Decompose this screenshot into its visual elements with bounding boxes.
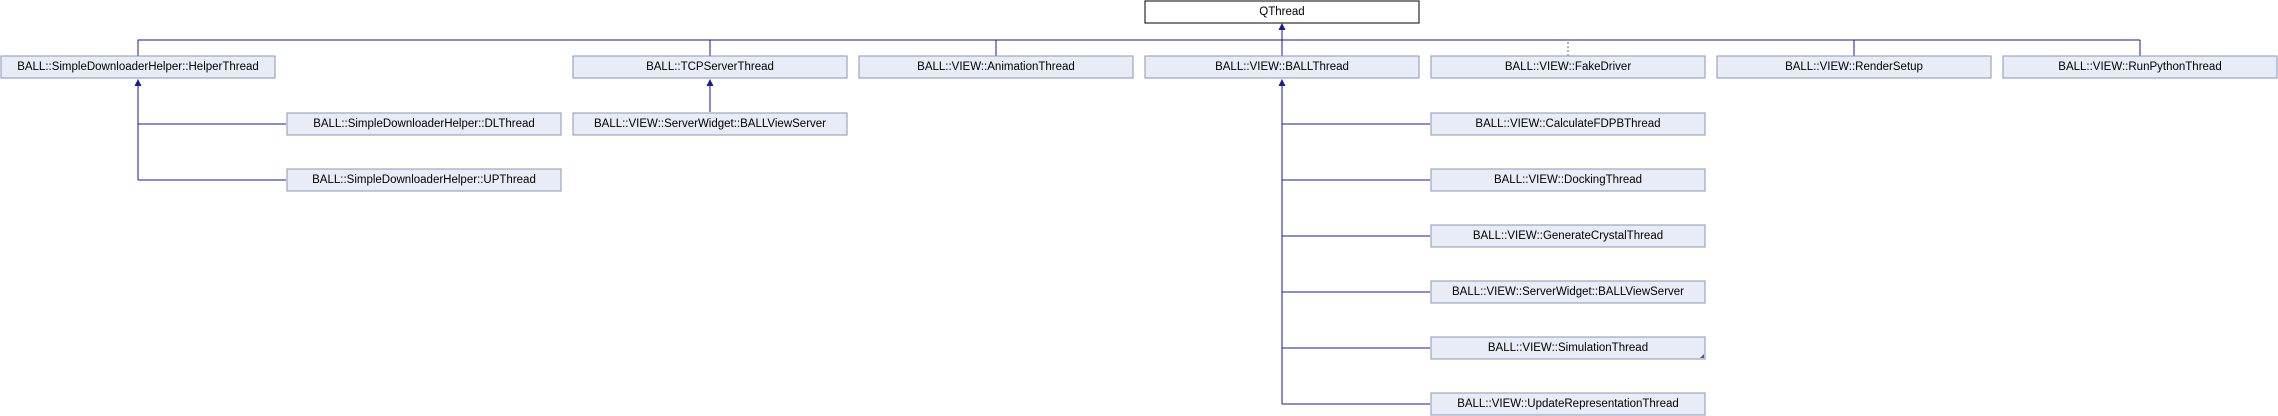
inheritance-edges xyxy=(134,23,2141,405)
node-simulationthread[interactable]: BALL::VIEW::SimulationThread xyxy=(1430,336,1706,360)
node-label: BALL::VIEW::RunPythonThread xyxy=(2058,61,2221,73)
node-ballviewserver-ball[interactable]: BALL::VIEW::ServerWidget::BALLViewServer xyxy=(1430,280,1706,304)
node-runpythonthread[interactable]: BALL::VIEW::RunPythonThread xyxy=(2002,55,2278,79)
node-label: QThread xyxy=(1259,6,1304,18)
node-upthread[interactable]: BALL::SimpleDownloaderHelper::UPThread xyxy=(286,168,562,192)
node-rendersetup[interactable]: BALL::VIEW::RenderSetup xyxy=(1716,55,1992,79)
node-label: BALL::VIEW::GenerateCrystalThread xyxy=(1473,230,1663,242)
node-dockingthread[interactable]: BALL::VIEW::DockingThread xyxy=(1430,168,1706,192)
node-label: BALL::VIEW::BALLThread xyxy=(1215,61,1349,73)
node-label: BALL::VIEW::RenderSetup xyxy=(1785,61,1923,73)
node-label: BALL::VIEW::CalculateFDPBThread xyxy=(1475,118,1660,130)
node-label: BALL::VIEW::ServerWidget::BALLViewServer xyxy=(594,118,826,130)
node-ballviewserver-tcp[interactable]: BALL::VIEW::ServerWidget::BALLViewServer xyxy=(572,112,848,136)
arrow-tcpserverthread xyxy=(706,79,714,86)
node-label: BALL::VIEW::ServerWidget::BALLViewServer xyxy=(1452,286,1684,298)
node-fakedriver[interactable]: BALL::VIEW::FakeDriver xyxy=(1430,55,1706,79)
node-helperthread[interactable]: BALL::SimpleDownloaderHelper::HelperThre… xyxy=(0,55,276,79)
node-calculatefdpbthread[interactable]: BALL::VIEW::CalculateFDPBThread xyxy=(1430,112,1706,136)
node-label: BALL::SimpleDownloaderHelper::UPThread xyxy=(312,174,536,186)
node-label: BALL::VIEW::DockingThread xyxy=(1494,174,1642,186)
node-label: BALL::SimpleDownloaderHelper::DLThread xyxy=(313,118,535,130)
node-label: BALL::VIEW::AnimationThread xyxy=(917,61,1075,73)
edge-helperthread-to-qthread xyxy=(137,39,1282,56)
node-label: BALL::SimpleDownloaderHelper::HelperThre… xyxy=(17,61,259,73)
node-animationthread[interactable]: BALL::VIEW::AnimationThread xyxy=(858,55,1134,79)
node-qthread[interactable]: QThread xyxy=(1144,0,1420,24)
arrow-helperthread xyxy=(134,79,142,86)
node-label: BALL::VIEW::SimulationThread xyxy=(1488,342,1648,354)
node-label: BALL::VIEW::FakeDriver xyxy=(1505,61,1631,73)
node-updaterepresentationthread[interactable]: BALL::VIEW::UpdateRepresentationThread xyxy=(1430,392,1706,416)
arrow-qthread xyxy=(1278,23,1286,30)
node-tcpserverthread[interactable]: BALL::TCPServerThread xyxy=(572,55,848,79)
node-generatecrystalthread[interactable]: BALL::VIEW::GenerateCrystalThread xyxy=(1430,224,1706,248)
node-ballthread[interactable]: BALL::VIEW::BALLThread xyxy=(1144,55,1420,79)
node-label: BALL::TCPServerThread xyxy=(646,61,774,73)
arrow-ballthread xyxy=(1278,79,1286,86)
fold-corner-icon xyxy=(1700,354,1704,358)
node-label: BALL::VIEW::UpdateRepresentationThread xyxy=(1457,398,1679,410)
node-dlthread[interactable]: BALL::SimpleDownloaderHelper::DLThread xyxy=(286,112,562,136)
